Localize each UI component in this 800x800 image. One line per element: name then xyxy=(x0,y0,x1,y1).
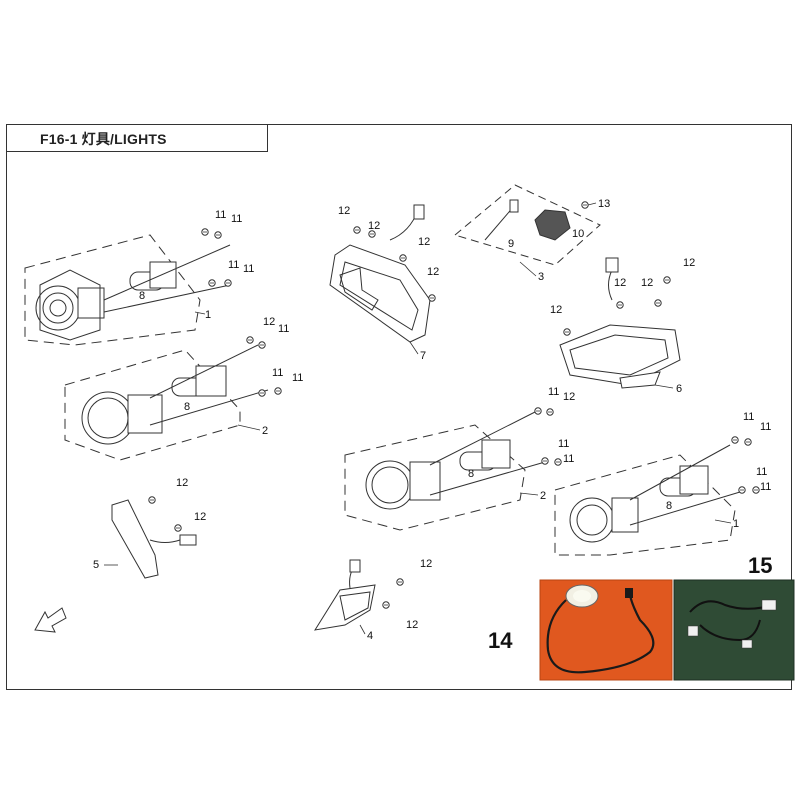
callout-12n: 12 xyxy=(406,619,418,631)
callout-12i: 12 xyxy=(641,277,653,289)
callout-12l: 12 xyxy=(194,511,206,523)
callout-5: 5 xyxy=(93,559,99,571)
title-box xyxy=(6,124,268,152)
callout-12k: 12 xyxy=(176,477,188,489)
callout-10: 10 xyxy=(572,228,584,240)
callout-2b: 2 xyxy=(540,490,546,502)
rear-plate-light xyxy=(313,559,376,631)
headlight-assembly-2-right xyxy=(344,411,546,531)
leader-lines xyxy=(104,202,732,635)
callout-12m: 12 xyxy=(420,558,432,570)
callout-11b: 11 xyxy=(231,213,242,225)
callout-11h: 11 xyxy=(548,386,559,398)
callout-12b: 12 xyxy=(368,220,380,232)
callout-12f: 12 xyxy=(563,391,575,403)
direction-arrow-icon xyxy=(34,607,67,633)
callout-2: 2 xyxy=(262,425,268,437)
callout-11g: 11 xyxy=(292,372,303,384)
callout-labels: 1 1 2 2 3 4 5 6 7 8 8 8 8 9 10 13 11 11 … xyxy=(93,198,771,642)
callout-12g: 12 xyxy=(550,304,562,316)
callout-12a: 12 xyxy=(338,205,350,217)
screws xyxy=(148,201,760,609)
callout-11e: 11 xyxy=(278,323,289,335)
callout-8d: 8 xyxy=(666,500,672,512)
callout-11k: 11 xyxy=(743,411,754,423)
photo-part-14 xyxy=(539,579,673,681)
callout-11j: 11 xyxy=(563,453,574,465)
callout-13: 13 xyxy=(598,198,610,210)
headlight-assembly-2 xyxy=(64,344,269,461)
photo-label-15: 15 xyxy=(748,553,772,578)
callout-1: 1 xyxy=(205,309,211,321)
callout-11n: 11 xyxy=(760,481,771,493)
callout-11c: 11 xyxy=(228,259,239,271)
headlight-assembly-1-right xyxy=(554,444,741,556)
diagram-frame xyxy=(6,124,792,690)
tail-light-right xyxy=(559,257,681,389)
side-reflector xyxy=(111,499,197,579)
callout-6: 6 xyxy=(676,383,682,395)
callout-8c: 8 xyxy=(468,468,474,480)
callout-11f: 11 xyxy=(272,367,283,379)
photo-part-15 xyxy=(673,579,795,681)
photo-label-14: 14 xyxy=(488,628,513,653)
callout-7: 7 xyxy=(420,350,426,362)
tail-light-left xyxy=(329,204,431,343)
callout-8b: 8 xyxy=(184,401,190,413)
headlight-assembly-1 xyxy=(24,234,231,346)
callout-11l: 11 xyxy=(760,421,771,433)
callout-11d: 11 xyxy=(243,263,254,275)
callout-12j: 12 xyxy=(683,257,695,269)
page-title: F16-1 灯具/LIGHTS xyxy=(40,131,167,147)
callout-8: 8 xyxy=(139,290,145,302)
callout-9: 9 xyxy=(508,238,514,250)
callout-1b: 1 xyxy=(733,518,739,530)
callout-12h: 12 xyxy=(614,277,626,289)
callout-11m: 11 xyxy=(756,466,767,478)
callout-12d: 12 xyxy=(427,266,439,278)
callout-3: 3 xyxy=(538,271,544,283)
turn-light-group xyxy=(453,184,601,266)
callout-12c: 12 xyxy=(418,236,430,248)
callout-11a: 11 xyxy=(215,209,226,221)
callout-11i: 11 xyxy=(558,438,569,450)
callout-4: 4 xyxy=(367,630,373,642)
callout-12e: 12 xyxy=(263,316,275,328)
